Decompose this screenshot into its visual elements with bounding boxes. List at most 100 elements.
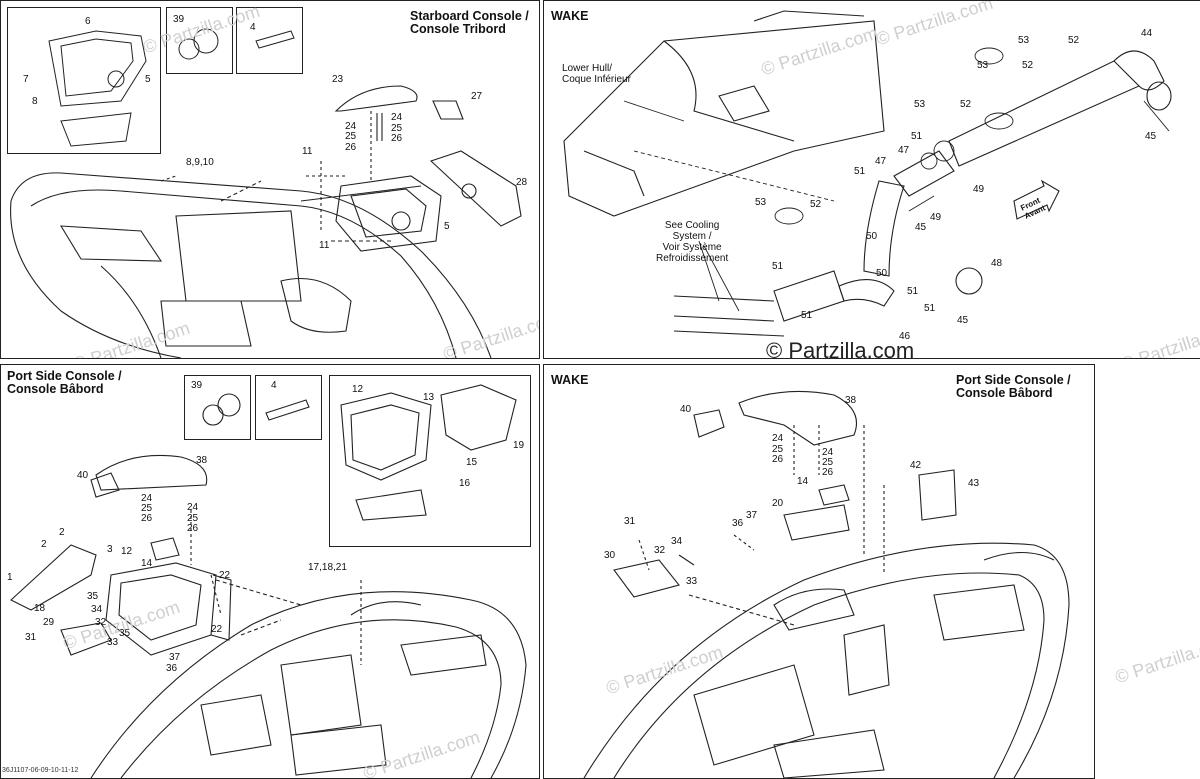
callout-51d: 51: [907, 286, 919, 297]
callout-25b: 25: [187, 513, 199, 524]
callout-42: 42: [910, 460, 922, 471]
callout-29: 29: [43, 617, 55, 628]
callout-25b: 25: [822, 457, 834, 468]
port-console-drawing: [10, 384, 527, 778]
callout-25a: 25: [345, 131, 357, 142]
panel-starboard-console: Starboard Console / Console Tribord 6 7 …: [0, 0, 540, 359]
cooling-system-note: See Cooling System / Voir Système Refroi…: [656, 220, 728, 264]
callout-28: 28: [516, 177, 528, 188]
callout-50a: 50: [866, 231, 878, 242]
callout-45c: 45: [957, 315, 969, 326]
callout-5b: 5: [444, 221, 450, 232]
callout-39: 39: [173, 14, 185, 25]
callout-45a: 45: [1145, 131, 1157, 142]
panel-wake-port: WAKE Port Side Console / Console Bâbord …: [543, 364, 1095, 779]
callout-45b: 45: [915, 222, 927, 233]
cooling-line-1: See Cooling: [664, 220, 720, 231]
callout-33: 33: [107, 637, 119, 648]
callout-26a: 26: [141, 513, 153, 524]
callout-25a: 25: [141, 503, 153, 514]
callout-52c: 52: [960, 99, 972, 110]
callout-19: 19: [513, 440, 525, 451]
lower-hull-line-2: Coque Inférieur: [562, 74, 631, 85]
cooling-line-3: Voir Système: [662, 242, 722, 253]
callout-44: 44: [1141, 28, 1153, 39]
callout-4: 4: [271, 380, 277, 391]
callout-24a: 24: [141, 493, 153, 504]
callout-40: 40: [680, 404, 692, 415]
port-console-subtitle: Port Side Console / Console Bâbord: [956, 374, 1071, 400]
callout-53a: 53: [1018, 35, 1030, 46]
callout-18: 18: [34, 603, 46, 614]
callout-43: 43: [968, 478, 980, 489]
starboard-console-drawing: [10, 28, 522, 358]
subtitle-line-2: Console Bâbord: [956, 386, 1053, 400]
callout-38: 38: [196, 455, 208, 466]
inset-console-box: [7, 7, 161, 154]
right-margin: © Partzilla.com: [1095, 364, 1200, 777]
callout-35b: 35: [119, 628, 131, 639]
callout-24b: 24: [187, 502, 199, 513]
callout-34: 34: [671, 536, 683, 547]
callout-16: 16: [459, 478, 471, 489]
callout-2b: 2: [41, 539, 47, 550]
callout-49b: 49: [930, 212, 942, 223]
callout-14: 14: [141, 558, 153, 569]
port-console-title: Port Side Console / Console Bâbord: [7, 370, 122, 396]
callout-39: 39: [191, 380, 203, 391]
callout-51f: 51: [924, 303, 936, 314]
cooling-line-2: System /: [672, 231, 712, 242]
callout-48: 48: [991, 258, 1003, 269]
callout-13: 13: [423, 392, 435, 403]
callout-32: 32: [95, 617, 107, 628]
callout-7: 7: [23, 74, 29, 85]
callout-49a: 49: [973, 184, 985, 195]
callout-51a: 51: [911, 131, 923, 142]
callout-51b: 51: [854, 166, 866, 177]
inset-tube-box: [255, 375, 322, 440]
callout-24a: 24: [345, 121, 357, 132]
panel-port-console: Port Side Console / Console Bâbord 39 4 …: [0, 364, 540, 779]
callout-3: 3: [107, 544, 113, 555]
callout-14: 14: [797, 476, 809, 487]
callout-26a: 26: [772, 454, 784, 465]
callout-8: 8: [32, 96, 38, 107]
callout-40: 40: [77, 470, 89, 481]
callout-12b: 12: [121, 546, 133, 557]
callout-26b: 26: [822, 467, 834, 478]
callout-47a: 47: [898, 145, 910, 156]
callout-53b: 53: [977, 60, 989, 71]
callout-52b: 52: [1022, 60, 1034, 71]
callout-51e: 51: [801, 310, 813, 321]
callout-38: 38: [845, 395, 857, 406]
watermark: © Partzilla.com: [1112, 630, 1200, 688]
callout-11b: 11: [319, 240, 330, 251]
title-line-1: Starboard Console /: [410, 9, 529, 23]
callout-50b: 50: [876, 268, 888, 279]
callout-5: 5: [145, 74, 151, 85]
callout-4: 4: [250, 22, 256, 33]
callout-24b: 24: [822, 447, 834, 458]
callout-27: 27: [471, 91, 483, 102]
callout-22b: 22: [211, 624, 223, 635]
inset-console-box: [329, 375, 531, 547]
inset-grill-box: [166, 7, 233, 74]
callout-26a: 26: [345, 142, 357, 153]
callout-36: 36: [166, 663, 178, 674]
callout-35a: 35: [87, 591, 99, 602]
wake-title-bottom: WAKE: [551, 373, 589, 387]
callout-31: 31: [25, 632, 37, 643]
callout-53d: 53: [755, 197, 767, 208]
callout-8-9-10: 8,9,10: [186, 157, 214, 168]
title-line-2: Console Bâbord: [7, 382, 104, 396]
lower-hull-line-1: Lower Hull/: [562, 63, 613, 74]
callout-31: 31: [624, 516, 636, 527]
callout-25a: 25: [772, 444, 784, 455]
panel-wake-exhaust: WAKE Lower Hull/ Coque Inférieur See Coo…: [543, 0, 1200, 359]
cooling-line-4: Refroidissement: [656, 253, 729, 264]
callout-32: 32: [654, 545, 666, 556]
lower-hull-label: Lower Hull/ Coque Inférieur: [562, 63, 631, 85]
callout-34: 34: [91, 604, 103, 615]
callout-36: 36: [732, 518, 744, 529]
callout-17-18-21: 17,18,21: [308, 562, 347, 573]
